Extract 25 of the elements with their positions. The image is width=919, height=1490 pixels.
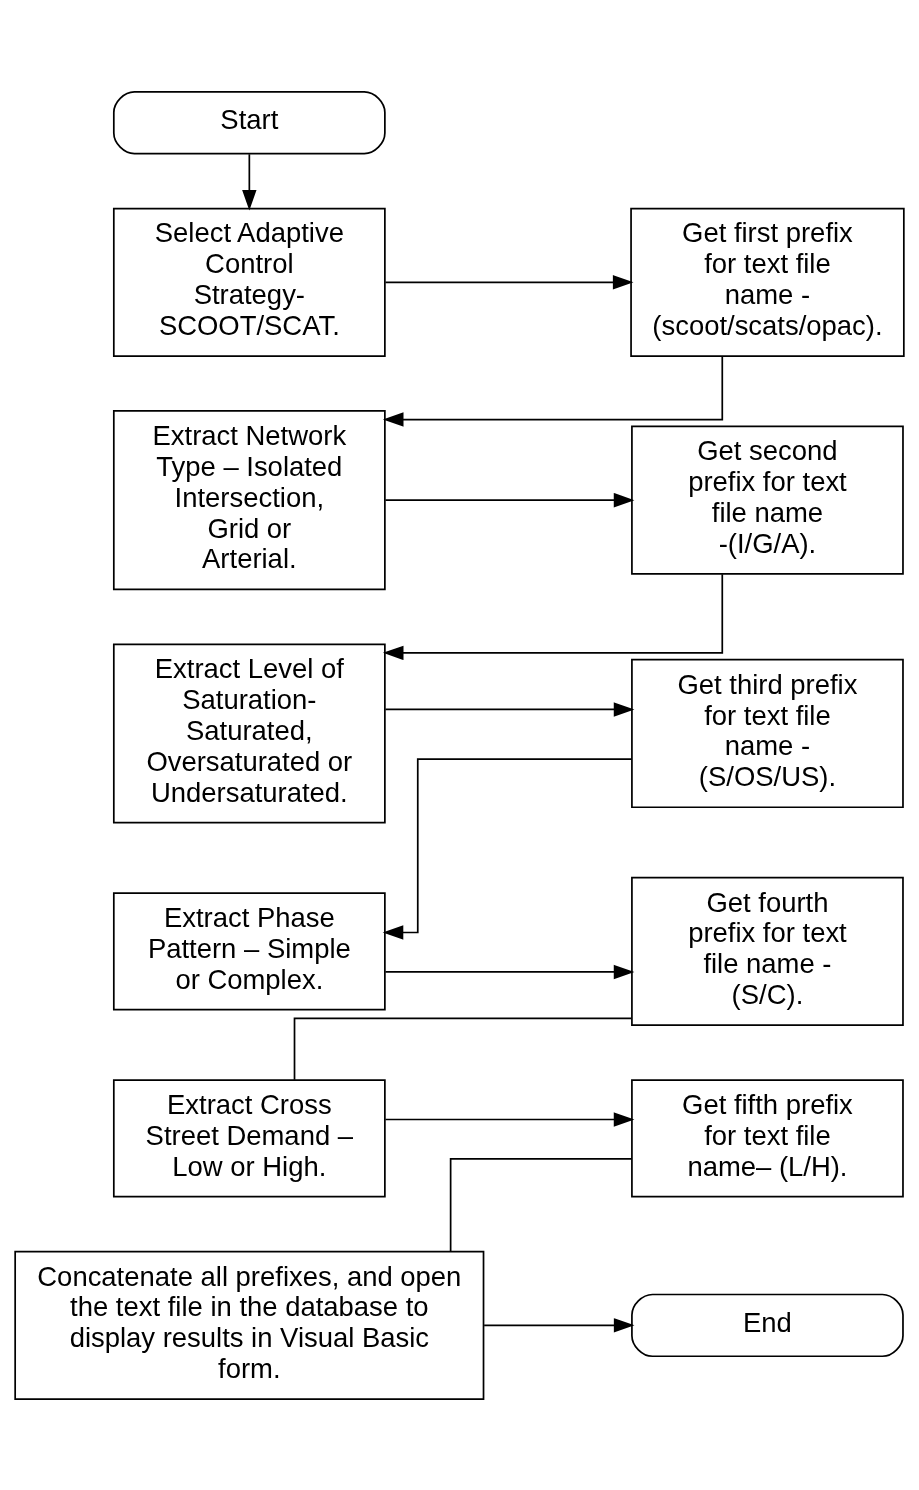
node-box: Get second prefix for text file name -(I/G/A).	[631, 425, 904, 575]
connector	[449, 1157, 633, 1252]
node-box: Extract Network Type – Isolated Intersection, Grid or Arterial.	[112, 409, 386, 590]
node-box: End	[631, 1293, 904, 1357]
node-box: Concatenate all prefixes, and open the text file in the database to display results in Visual Basic form.	[14, 1250, 485, 1400]
arrow	[242, 152, 257, 210]
node-box: Get third prefix for text file name - (S/OS/US).	[631, 658, 904, 808]
arrow	[384, 964, 635, 979]
node-box: Get fourth prefix for text file name - (S/C).	[631, 876, 904, 1026]
node-box: Extract Level of Saturation- Saturated, Oversaturated or Undersaturated.	[112, 642, 386, 824]
arrow	[384, 492, 635, 507]
node-box: Select Adaptive Control Strategy- SCOOT/SCAT.	[112, 207, 386, 357]
connector	[293, 1016, 633, 1081]
node-box: Start	[112, 90, 386, 154]
arrow	[384, 701, 635, 717]
arrow	[384, 274, 634, 289]
arrow	[382, 355, 724, 427]
node-box: Get fifth prefix for text file name– (L/H).	[631, 1078, 904, 1198]
arrow	[483, 1317, 635, 1333]
node-box: Get first prefix for text file name - (scoot/scats/opac).	[630, 207, 905, 357]
arrow	[382, 757, 633, 940]
arrow	[382, 572, 724, 660]
node-box: Extract Cross Street Demand – Low or High.	[112, 1078, 386, 1198]
arrow	[384, 1111, 635, 1127]
node-box: Extract Phase Pattern – Simple or Complex.	[112, 891, 386, 1011]
